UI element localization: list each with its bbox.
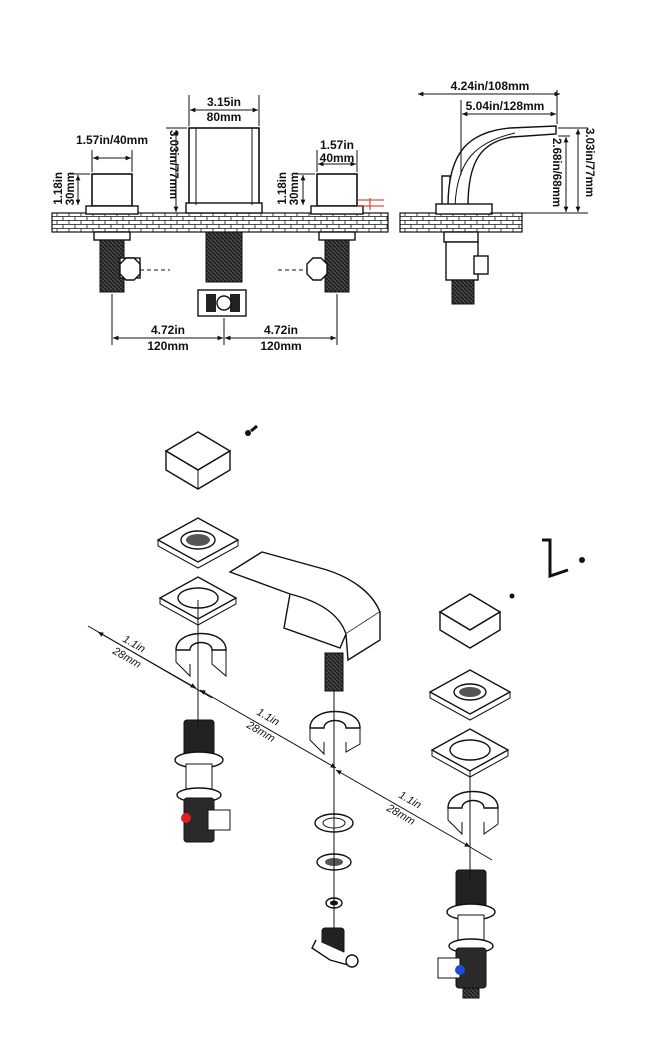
front-left-handle [85, 173, 170, 293]
side-dimensions: 4.24in/108mm 5.04in/128mm 2.68in/68mm 3.… [418, 79, 595, 214]
spout-width-in: 3.15in [207, 95, 241, 109]
left-spacing-mm: 120mm [147, 339, 188, 353]
exploded-view: 1.1in 28mm 1.1in 28mm 1.1in 28mm [87, 424, 585, 999]
front-spout [185, 127, 263, 317]
front-dimensions: 3.15in 80mm 3.03in/77mm 1.57in/40mm 1.18… [53, 95, 358, 353]
left-handle-stack [156, 424, 258, 843]
total-height-label: 3.03in/77mm [583, 128, 595, 197]
front-view: 3.15in 80mm 3.03in/77mm 1.57in/40mm 1.18… [51, 95, 389, 353]
outlet-height-label: 2.68in/68mm [550, 138, 562, 207]
side-countertop [399, 212, 523, 233]
front-countertop [51, 212, 389, 233]
side-spout [435, 125, 557, 305]
left-spacing-in: 4.72in [151, 323, 185, 337]
spout-length-label: 5.04in/128mm [466, 99, 545, 113]
spout-height-label: 3.03in/77mm [167, 130, 179, 199]
left-handle-width-label: 1.57in/40mm [76, 133, 148, 147]
spout-width-mm: 80mm [207, 110, 242, 124]
side-view: 4.24in/108mm 5.04in/128mm 2.68in/68mm 3.… [399, 79, 595, 305]
left-handle-height-mm: 30mm [65, 172, 77, 205]
right-handle-width-mm: 40mm [320, 151, 355, 165]
hot-marker-dot [181, 813, 191, 823]
right-handle-width-in: 1.57in [320, 138, 354, 152]
right-spacing-in: 4.72in [264, 323, 298, 337]
right-spacing-mm: 120mm [260, 339, 301, 353]
exploded-dimensions: 1.1in 28mm 1.1in 28mm 1.1in 28mm [87, 625, 493, 861]
front-right-handle [278, 173, 384, 293]
right-handle-height-mm: 30mm [289, 172, 301, 205]
right-handle-stack [428, 538, 585, 999]
cold-marker-dot [455, 965, 465, 975]
right-handle-height-in: 1.18in [277, 172, 289, 205]
center-spout-stack [228, 551, 381, 968]
reach-total-label: 4.24in/108mm [451, 79, 530, 93]
left-handle-height-in: 1.18in [53, 172, 65, 205]
